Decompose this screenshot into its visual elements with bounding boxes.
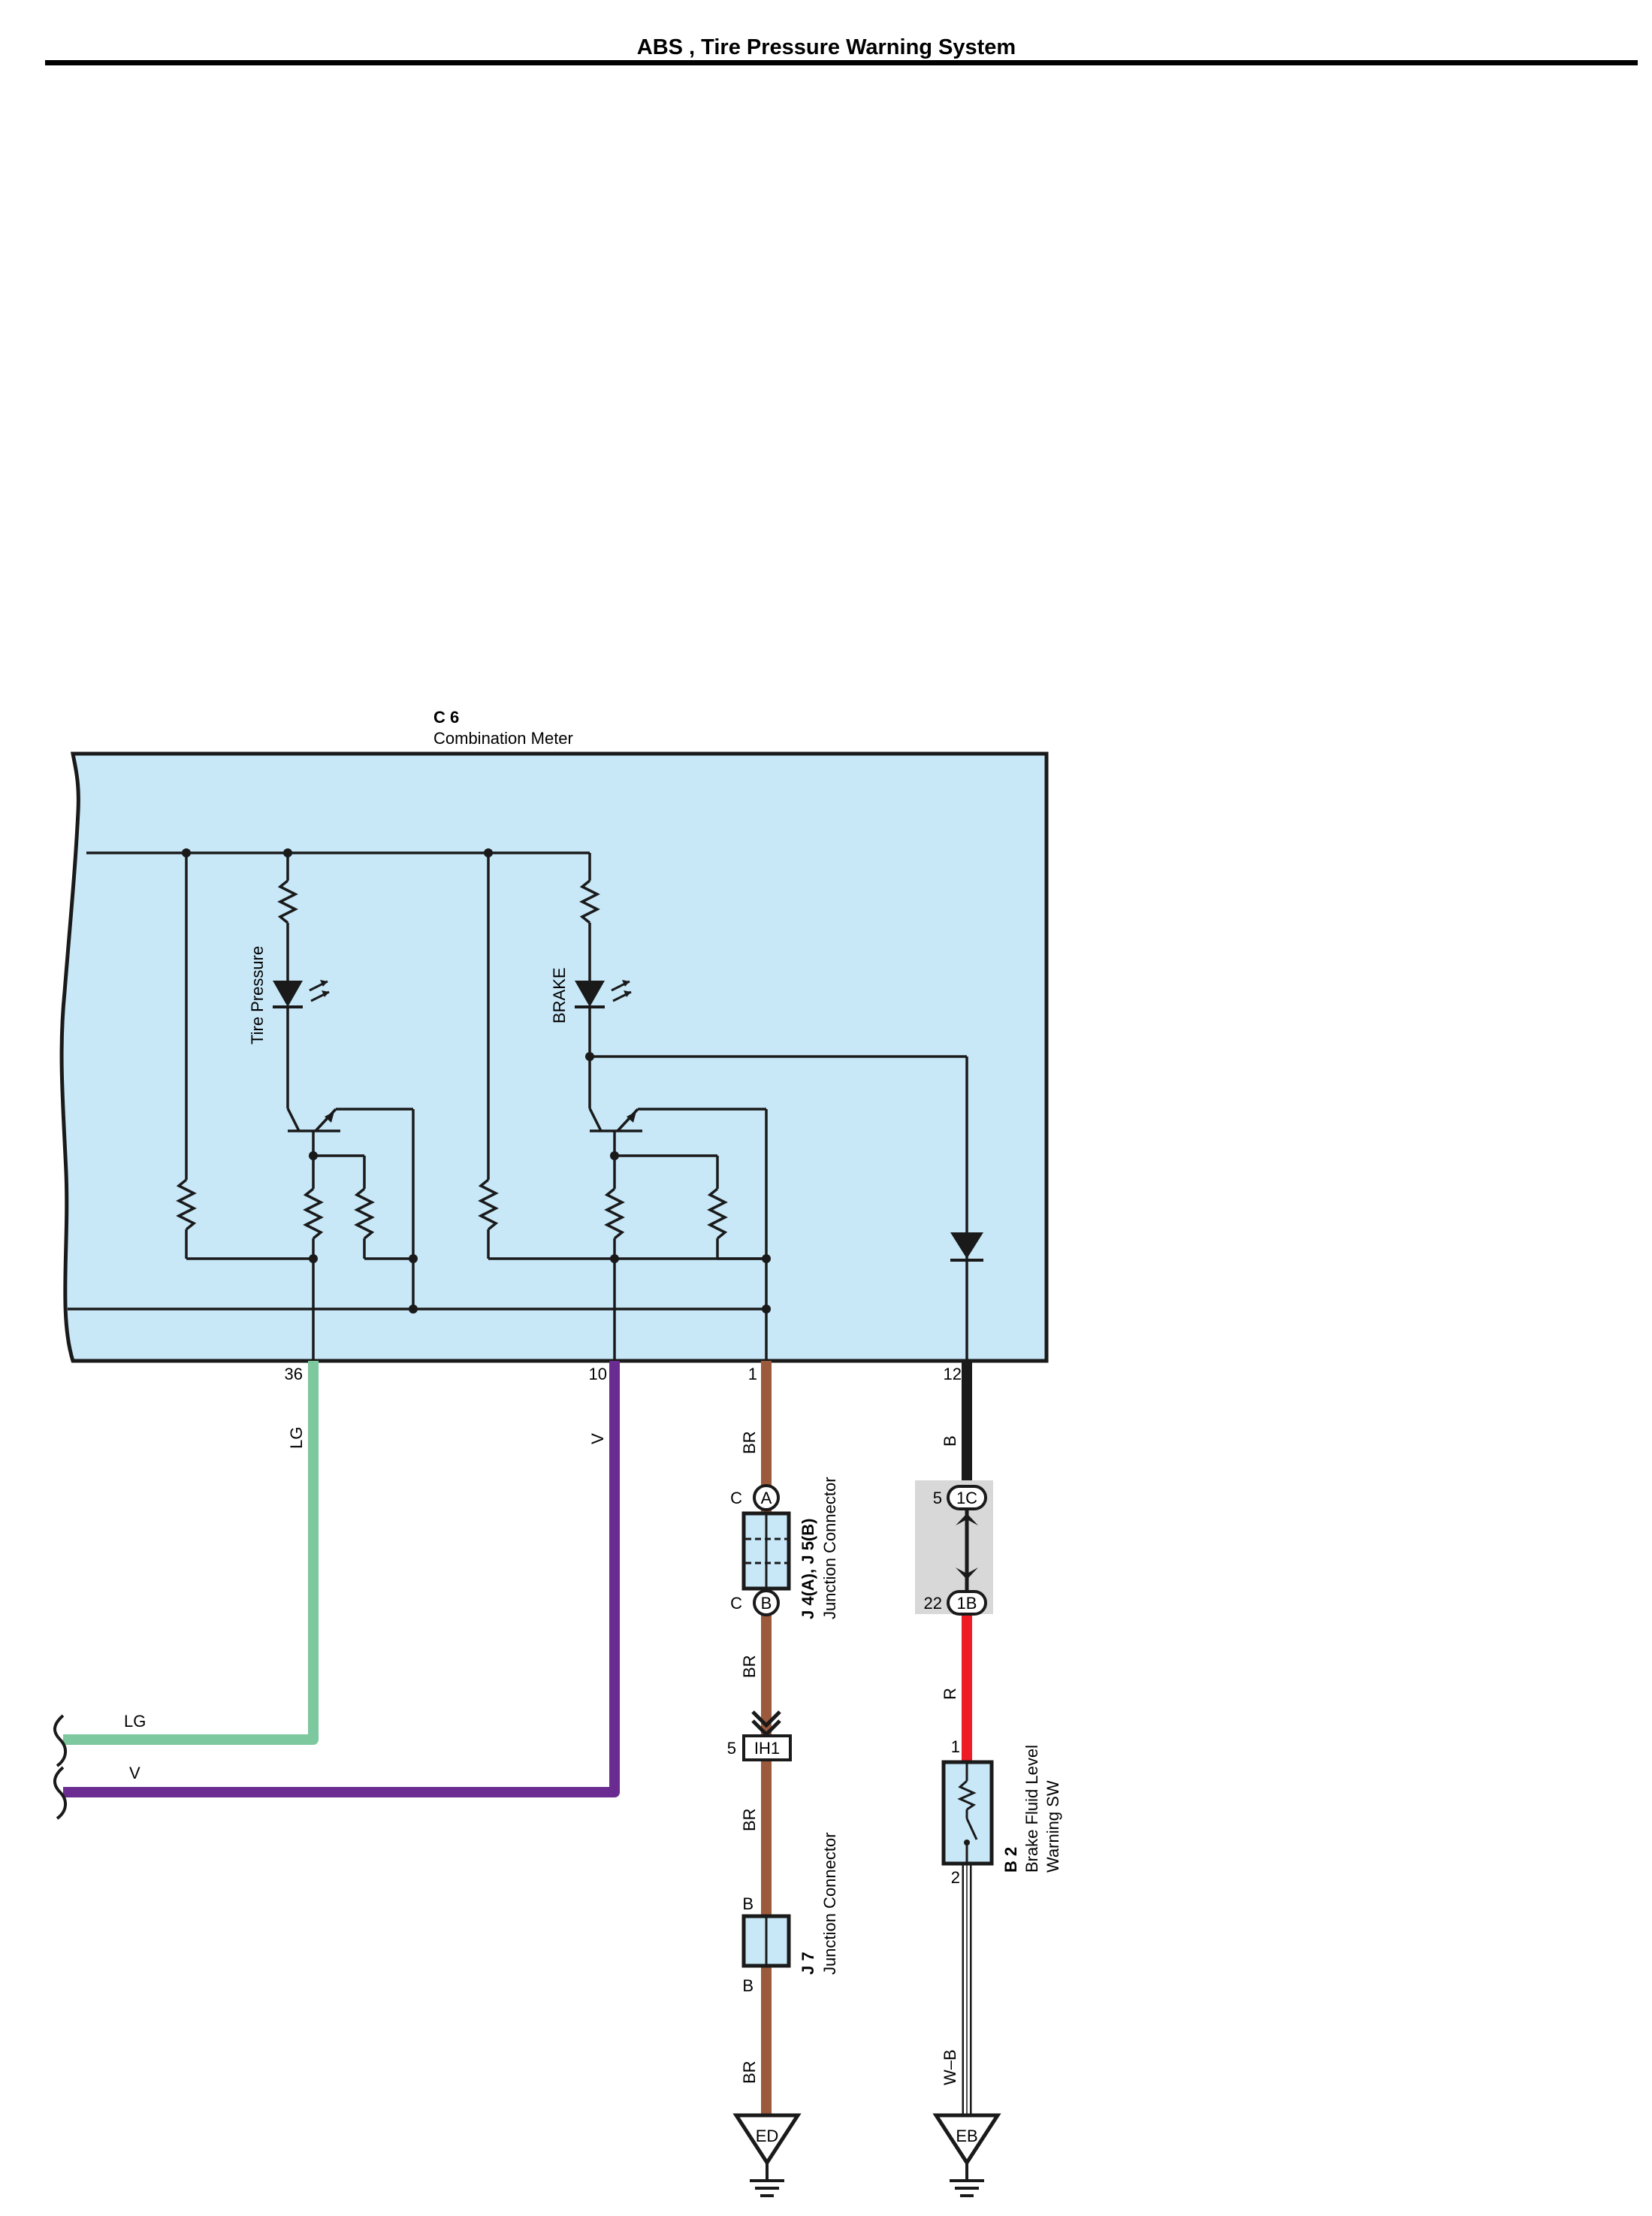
j4-j5-name: Junction Connector	[820, 1477, 839, 1619]
j4-j5-code: J 4(A), J 5(B)	[799, 1519, 817, 1619]
wire-b-label: B	[941, 1435, 959, 1447]
b2-name-line2: Warning SW	[1043, 1780, 1062, 1873]
wire-v-end-label: V	[129, 1764, 140, 1782]
pin-10: 10	[589, 1365, 607, 1383]
ih1-pin: 5	[727, 1739, 736, 1758]
wire-lg	[63, 1361, 319, 1745]
pin-36: 36	[285, 1365, 303, 1383]
connector-1b-code: 1B	[957, 1594, 977, 1613]
wire-br-label-1: BR	[740, 1431, 759, 1454]
wire-br-label-2: BR	[740, 1655, 759, 1678]
wire-wb-label: W–B	[941, 2049, 959, 2085]
wire-break-icon	[53, 1714, 67, 1767]
connector-1b-pin: 22	[924, 1594, 942, 1613]
wire-br-label-3: BR	[740, 1808, 759, 1831]
b2-pin-1: 1	[951, 1737, 960, 1756]
junction-connector-j4-j5: A B	[741, 1484, 791, 1616]
ground-ed-label: ED	[756, 2127, 779, 2145]
wire-lg-label: LG	[287, 1427, 306, 1449]
wire-br-label-4: BR	[740, 2060, 759, 2084]
wire-v-label: V	[588, 1433, 607, 1444]
tire-pressure-led-icon	[273, 980, 330, 1008]
b2-name-line1: Brake Fluid Level	[1022, 1745, 1041, 1873]
pin-12: 12	[944, 1365, 962, 1383]
ih1-code: IH1	[754, 1739, 780, 1758]
transistor-arrow-icon	[325, 1111, 334, 1123]
j7-code: J 7	[799, 1951, 817, 1975]
junction-connector-j7	[741, 1914, 791, 1968]
b2-pin-2: 2	[951, 1868, 960, 1887]
j4-tag: A	[761, 1489, 772, 1507]
page-title: ABS , Tire Pressure Warning System	[637, 35, 1016, 59]
brake-led-icon	[575, 980, 632, 1008]
j7-top-pin: B	[742, 1894, 754, 1913]
title-rule	[45, 60, 1638, 65]
meter-internal-circuit	[68, 851, 968, 1361]
pin-1: 1	[748, 1365, 757, 1383]
connector-1c-1b: 1C 1B	[915, 1480, 993, 1616]
wire-break-icon	[53, 1766, 67, 1820]
connector-ih1: IH1	[742, 1710, 792, 1761]
transistor-arrow-icon	[627, 1111, 636, 1123]
j4-pin: C	[730, 1489, 742, 1507]
ground-eb-icon: EB	[932, 2113, 1001, 2197]
junction-dots	[182, 848, 771, 1314]
j7-bottom-pin: B	[742, 1976, 754, 1995]
wire-r-label: R	[941, 1688, 959, 1700]
meter-code: C 6	[433, 708, 459, 727]
brake-fluid-level-switch	[941, 1760, 994, 1866]
meter-name: Combination Meter	[433, 729, 573, 748]
diode-icon	[950, 1232, 983, 1262]
j5-tag: B	[761, 1594, 772, 1613]
connector-1c-pin: 5	[933, 1489, 942, 1507]
wire-lg-end-label: LG	[124, 1712, 146, 1731]
j5-pin: C	[730, 1594, 742, 1613]
connector-1c-code: 1C	[956, 1489, 977, 1507]
ground-eb-label: EB	[956, 2127, 977, 2145]
wire-v	[63, 1361, 620, 1797]
j7-name: Junction Connector	[820, 1832, 839, 1975]
brake-label: BRAKE	[550, 967, 569, 1023]
ground-ed-icon: ED	[732, 2113, 802, 2197]
tire-pressure-label: Tire Pressure	[248, 946, 267, 1045]
b2-code: B 2	[1001, 1847, 1020, 1873]
